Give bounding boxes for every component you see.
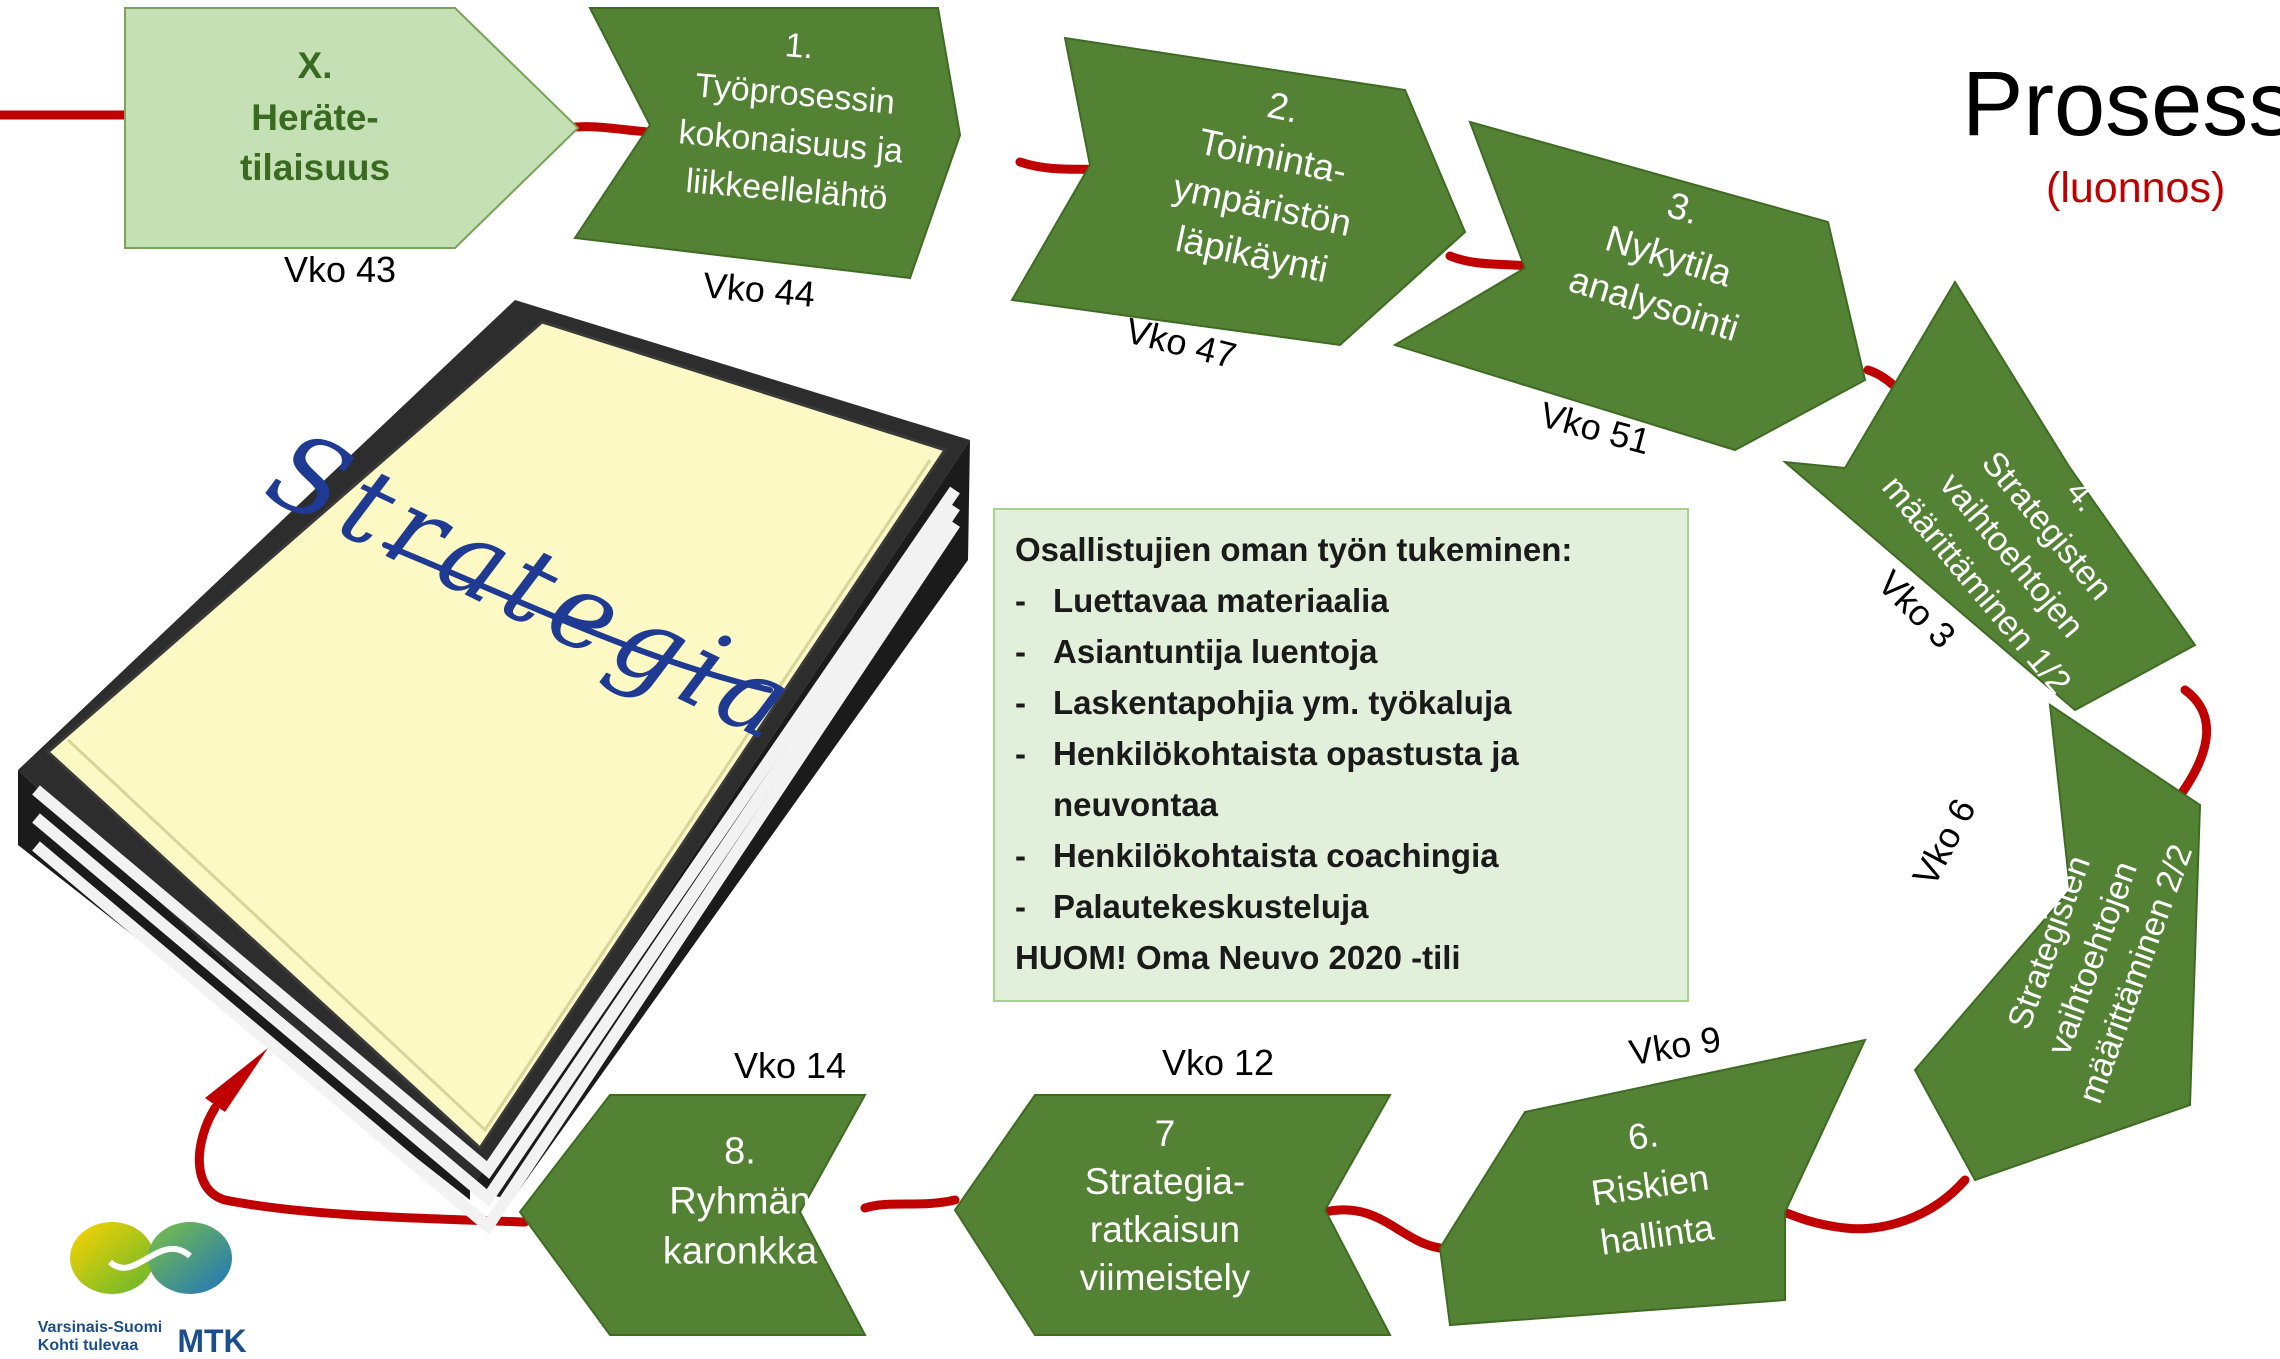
logo-left-circle xyxy=(70,1222,154,1294)
support-heading: Osallistujien oman työn tukeminen: xyxy=(1015,531,1573,568)
step-number: 1. xyxy=(783,26,815,66)
week-label: Vko 6 xyxy=(1904,792,1983,893)
step-chevron: 8. Ryhmän karonkka xyxy=(518,1094,867,1336)
book-underline xyxy=(382,542,773,693)
week-label: Vko 9 xyxy=(1626,1018,1723,1073)
chevron-shape xyxy=(1010,36,1467,347)
book-cover xyxy=(45,320,948,1151)
support-item: -Palautekeskusteluja xyxy=(1015,888,1369,925)
step-label-line: tilaisuus xyxy=(240,147,390,188)
logo-text-tagline: Kohti tulevaa xyxy=(38,1337,139,1354)
step-number: 7 xyxy=(1155,1113,1176,1154)
support-box: Osallistujien oman työn tukeminen: -Luet… xyxy=(993,508,1689,1002)
support-note: HUOM! Oma Neuvo 2020 -tili xyxy=(1015,939,1461,976)
arrow-up-icon xyxy=(205,1048,268,1112)
book-page-edge xyxy=(32,520,960,1235)
book-cover-edge xyxy=(66,459,932,1133)
week-label: Vko 43 xyxy=(284,249,396,290)
support-item: -Laskentapohjia ym. työkaluja xyxy=(1015,684,1512,721)
chevron-shape xyxy=(1438,1038,1867,1327)
chevron-shape xyxy=(518,1094,867,1336)
step-label-line: Ryhmän xyxy=(669,1180,811,1222)
support-item: -Henkilökohtaista coachingia xyxy=(1015,837,1499,874)
page-subtitle: (luonnos) xyxy=(2046,164,2226,212)
logo-right-circle xyxy=(148,1222,232,1294)
chevron-shape xyxy=(1781,280,2197,712)
page-title: Prosess xyxy=(1962,53,2280,155)
chevron-shape xyxy=(124,7,580,249)
chevron-label: X. Heräte-tilaisuus xyxy=(240,45,390,188)
logo-wave xyxy=(107,1246,192,1271)
step-number: X. xyxy=(298,45,333,86)
support-item: -Luettavaa materiaalia xyxy=(1015,582,1389,619)
step-label-line: Heräte- xyxy=(251,97,379,138)
step-number: 6. xyxy=(1625,1113,1660,1158)
week-label: Vko 12 xyxy=(1162,1042,1274,1083)
chevron-label: 8. Ryhmän karonkka xyxy=(663,1130,818,1272)
step-label-line: karonkka xyxy=(663,1230,818,1272)
chevron-shape xyxy=(1392,120,1867,452)
logo-brand: MTK xyxy=(177,1323,246,1354)
week-label: Vko 14 xyxy=(734,1045,846,1086)
step-label-line: ratkaisun xyxy=(1090,1209,1240,1250)
path-segment xyxy=(860,1195,960,1213)
path-segment xyxy=(1320,1205,1445,1253)
logo-text-region: Varsinais-Suomi xyxy=(38,1319,163,1336)
support-item: -Henkilökohtaista opastusta ja xyxy=(1015,735,1519,772)
step-chevron: 5.Strategistenvaihtoehtojenmäärittäminen… xyxy=(1913,702,2202,1182)
book-page-edge xyxy=(32,486,960,1179)
path-segment xyxy=(194,1103,530,1227)
step-number: 8. xyxy=(724,1130,756,1172)
support-item-continued: neuvontaa xyxy=(1053,786,1219,823)
support-item: -Asiantuntija luentoja xyxy=(1015,633,1378,670)
week-label: Vko 44 xyxy=(701,264,816,315)
step-number: 5. xyxy=(1983,907,2028,947)
chevron-shape xyxy=(953,1094,1392,1336)
step-label-line: Strategia- xyxy=(1085,1161,1245,1202)
step-chevron: X. Heräte-tilaisuus xyxy=(124,7,580,249)
step-label-line: viimeistely xyxy=(1080,1257,1251,1298)
book-icon: Strategia xyxy=(18,300,970,1235)
chevron-shape xyxy=(1913,702,2202,1182)
book-page-edge xyxy=(32,503,960,1207)
chevron-shape xyxy=(573,7,962,280)
